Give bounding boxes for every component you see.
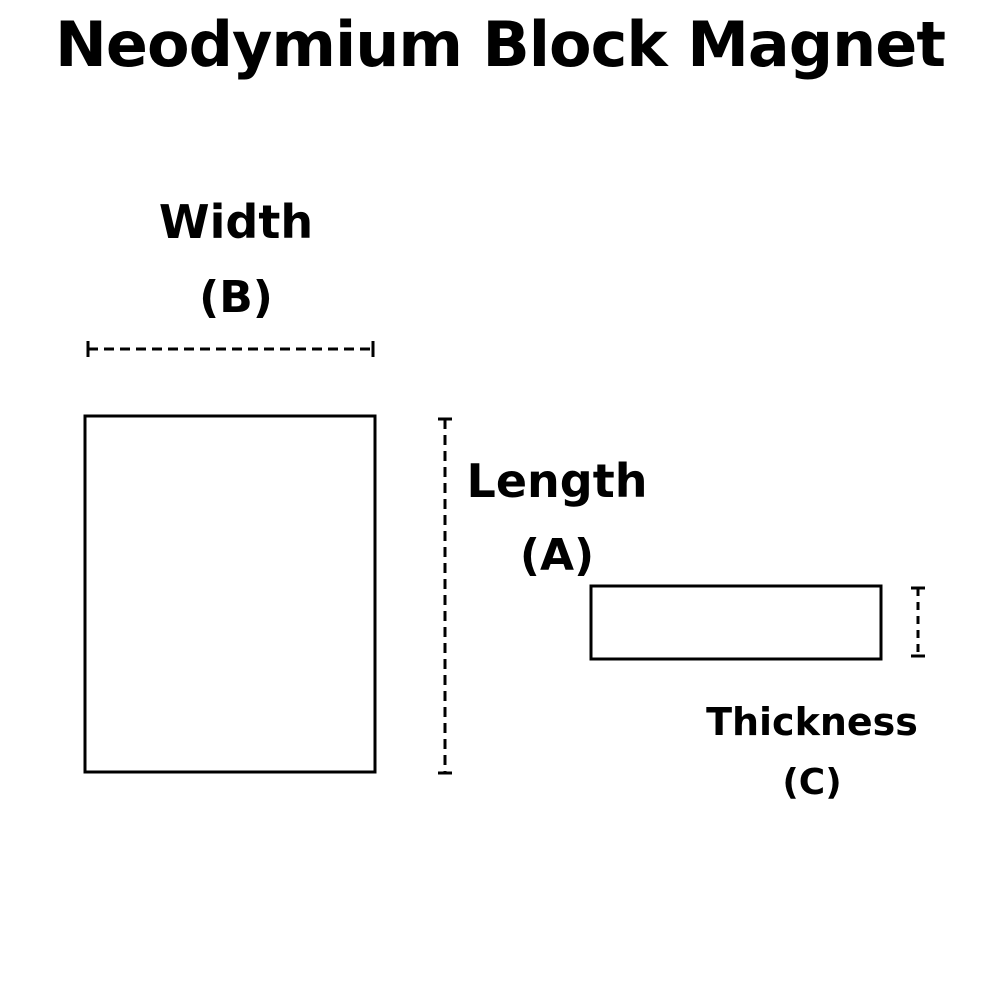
- diagram-title: Neodymium Block Magnet: [55, 8, 946, 81]
- length-label: Length: [466, 454, 648, 508]
- thickness-label: Thickness: [706, 700, 918, 744]
- width-label: Width: [158, 195, 314, 249]
- length-dimension-line: [438, 417, 452, 775]
- magnet-front-face: [83, 414, 377, 774]
- width-dimension-line: [86, 341, 375, 357]
- width-code-label: (B): [199, 272, 273, 323]
- magnet-side-face: [589, 584, 883, 661]
- thickness-dimension-line: [911, 586, 925, 658]
- thickness-code-label: (C): [782, 762, 842, 803]
- length-code-label: (A): [519, 530, 595, 581]
